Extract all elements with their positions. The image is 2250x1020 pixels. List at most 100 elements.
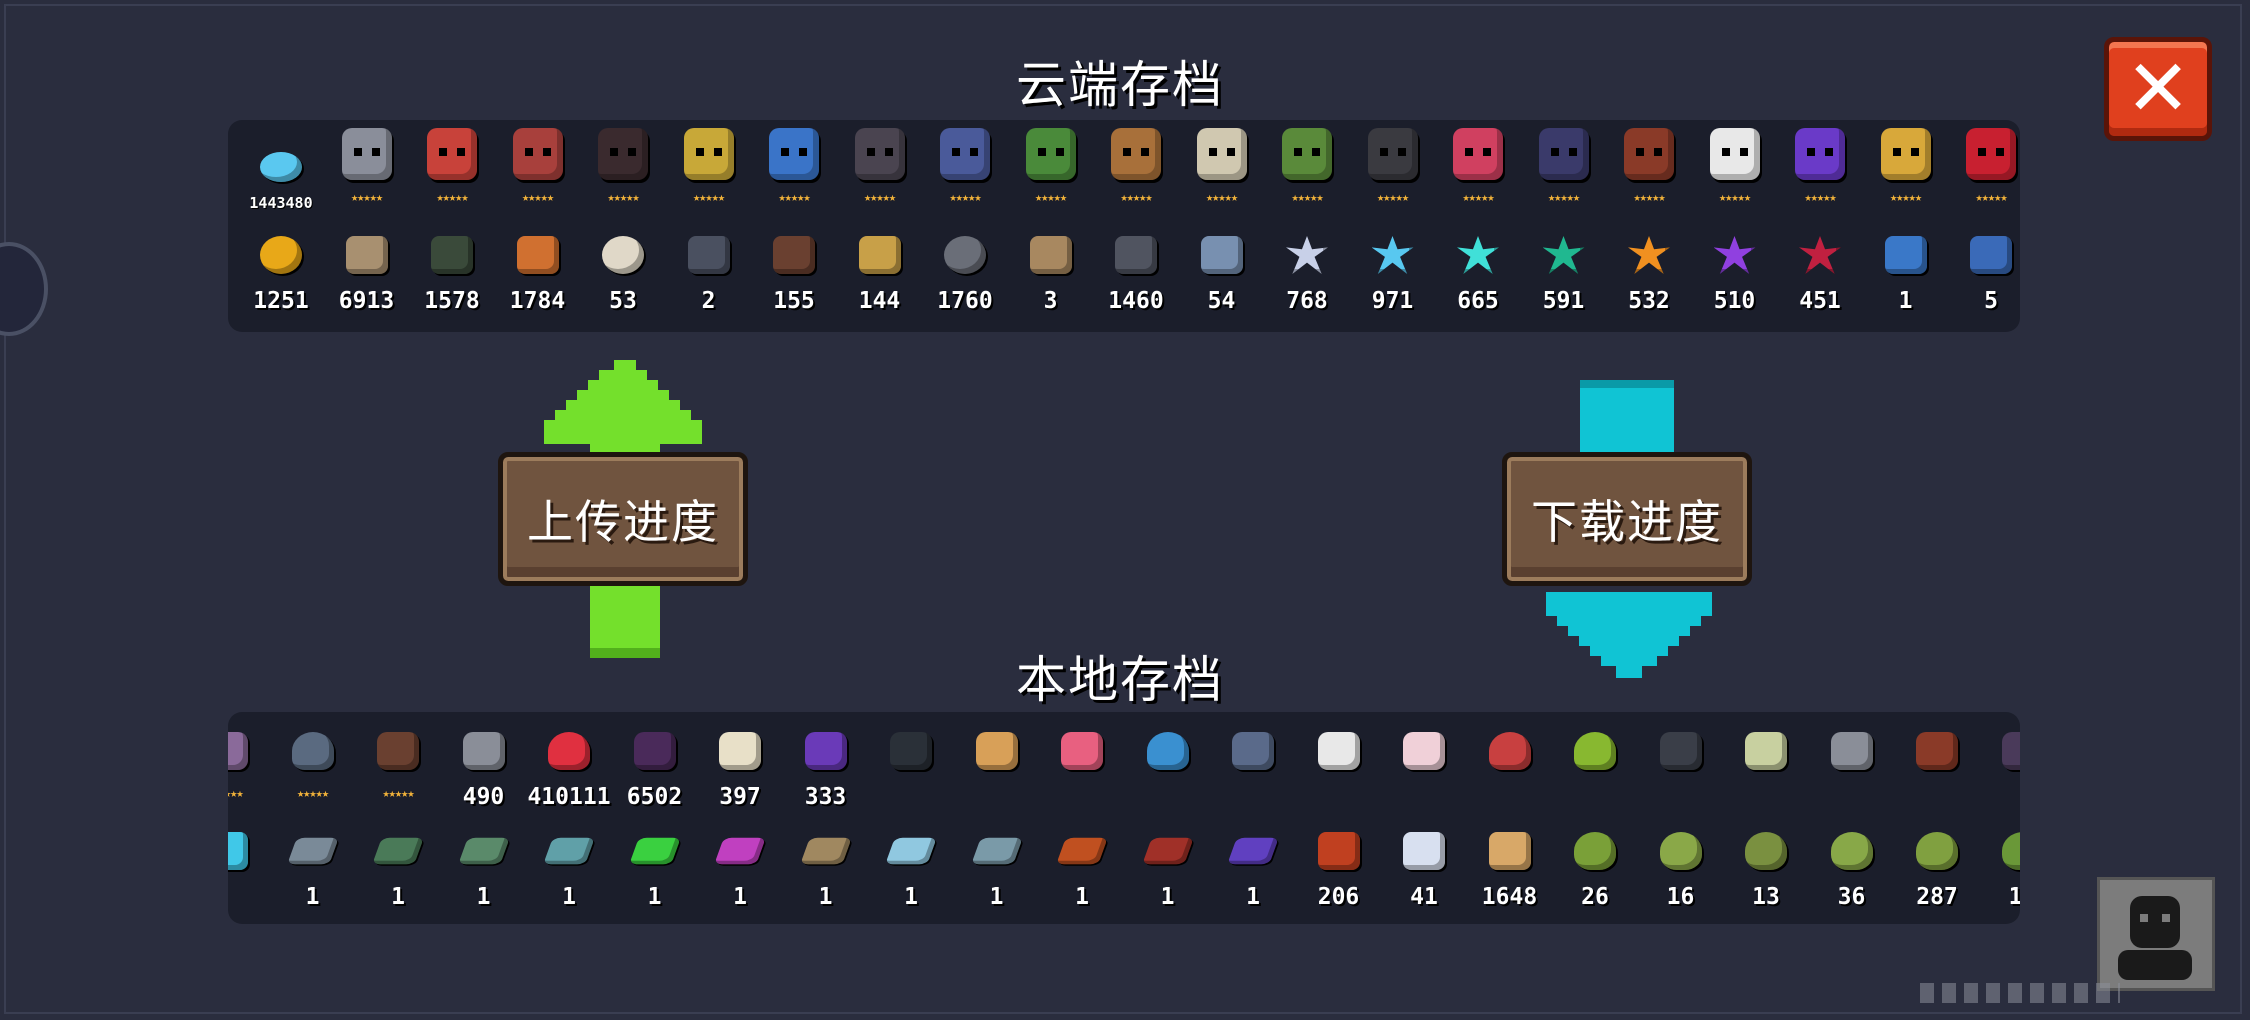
local-item-slot[interactable]: 13 — [1731, 820, 1801, 920]
local-slot[interactable] — [1218, 720, 1288, 820]
character-slot[interactable]: ★★★★★ — [930, 124, 1000, 224]
local-slot[interactable] — [1047, 720, 1117, 820]
local-item-slot[interactable]: 1 — [534, 820, 604, 920]
upload-progress-button[interactable]: 上传进度 — [498, 452, 748, 586]
material-slot[interactable]: 53 — [588, 224, 658, 324]
material-slot[interactable]: 451 — [1785, 224, 1855, 324]
character-slot[interactable]: ★★★★★ — [845, 124, 915, 224]
local-item-slot[interactable]: 36 — [1817, 820, 1887, 920]
local-slot[interactable]: ★★★★★ — [278, 720, 348, 820]
material-slot[interactable]: 6913 — [332, 224, 402, 324]
local-item-slot[interactable]: 1 — [1047, 820, 1117, 920]
character-slot[interactable]: ★★★★★ — [332, 124, 402, 224]
character-slot[interactable]: ★★★★★ — [588, 124, 658, 224]
local-slot[interactable] — [1475, 720, 1545, 820]
character-slot[interactable]: ★★★★★ — [1871, 124, 1941, 224]
material-slot[interactable]: 591 — [1529, 224, 1599, 324]
material-slot[interactable]: 1578 — [417, 224, 487, 324]
local-slot[interactable]: 410111 — [527, 720, 611, 820]
material-slot[interactable]: 768 — [1272, 224, 1342, 324]
material-slot[interactable]: 1460 — [1101, 224, 1171, 324]
material-slot[interactable]: 1784 — [503, 224, 573, 324]
local-item-slot[interactable]: 1 — [449, 820, 519, 920]
local-slot[interactable] — [1902, 720, 1972, 820]
star-rating: ★★★★★ — [1633, 190, 1665, 204]
local-item-slot[interactable] — [228, 820, 262, 920]
local-item-slot[interactable]: 1 — [278, 820, 348, 920]
material-slot[interactable]: 54 — [1187, 224, 1257, 324]
local-slot[interactable] — [1988, 720, 2020, 820]
local-item-slot[interactable]: 1648 — [1475, 820, 1545, 920]
local-item-slot[interactable]: 41 — [1389, 820, 1459, 920]
character-slot[interactable]: ★★★★★ — [1443, 124, 1513, 224]
eye — [353, 148, 362, 156]
local-slot[interactable]: ★★★★★ — [228, 720, 262, 820]
character-slot[interactable]: ★★★★★ — [1101, 124, 1171, 224]
character-slot[interactable]: ★★★★★ — [1358, 124, 1428, 224]
eye — [1379, 148, 1388, 156]
material-slot[interactable]: 1 — [1871, 224, 1941, 324]
download-progress-button[interactable]: 下载进度 — [1502, 452, 1752, 586]
material-count: 1460 — [1108, 288, 1164, 314]
material-slot[interactable]: 532 — [1614, 224, 1684, 324]
local-slot[interactable] — [1389, 720, 1459, 820]
local-item-slot[interactable]: 287 — [1902, 820, 1972, 920]
item-count: 206 — [1317, 884, 1360, 910]
material-slot[interactable]: 144 — [845, 224, 915, 324]
character-slot[interactable]: ★★★★★ — [1272, 124, 1342, 224]
local-item-slot[interactable]: 1 — [363, 820, 433, 920]
local-slot[interactable] — [1817, 720, 1887, 820]
local-slot[interactable] — [1646, 720, 1716, 820]
character-slot[interactable]: ★★★★★ — [1016, 124, 1086, 224]
material-slot[interactable]: 971 — [1358, 224, 1428, 324]
material-count: 532 — [1628, 288, 1670, 314]
local-slot[interactable] — [876, 720, 946, 820]
material-slot[interactable]: 510 — [1700, 224, 1770, 324]
local-slot[interactable] — [1731, 720, 1801, 820]
character-slot[interactable]: ★★★★★ — [1785, 124, 1855, 224]
star-rating: ★★★★★ — [350, 190, 383, 204]
local-item-slot[interactable]: 206 — [1304, 820, 1374, 920]
local-slot[interactable]: 490 — [449, 720, 519, 820]
local-slot[interactable] — [1560, 720, 1630, 820]
material-slot[interactable]: 1251 — [246, 224, 316, 324]
local-item-slot[interactable]: 1 — [791, 820, 861, 920]
character-slot[interactable]: ★★★★★ — [503, 124, 573, 224]
material-slot[interactable]: 1760 — [930, 224, 1000, 324]
material-slot[interactable]: 3 — [1016, 224, 1086, 324]
local-item-slot[interactable]: 1 — [620, 820, 690, 920]
local-slot[interactable]: 333 — [791, 720, 861, 820]
character-slot[interactable]: ★★★★★ — [1956, 124, 2020, 224]
local-item-slot[interactable]: 16 — [1646, 820, 1716, 920]
material-slot[interactable]: 665 — [1443, 224, 1513, 324]
star-rating: ★★★★★ — [1120, 190, 1152, 204]
character-slot[interactable]: ★★★★★ — [417, 124, 487, 224]
character-slot[interactable]: ★★★★★ — [759, 124, 829, 224]
material-slot[interactable]: 5 — [1956, 224, 2020, 324]
local-slot[interactable] — [962, 720, 1032, 820]
character-slot[interactable]: ★★★★★ — [1529, 124, 1599, 224]
ice-chip-icon — [885, 837, 937, 865]
local-item-slot[interactable]: 1 — [962, 820, 1032, 920]
character-slot[interactable]: ★★★★★ — [1614, 124, 1684, 224]
local-item-slot[interactable]: 1 — [876, 820, 946, 920]
local-item-slot[interactable]: 1 — [705, 820, 775, 920]
character-slot[interactable]: ★★★★★ — [1700, 124, 1770, 224]
close-button[interactable]: ✕ — [2104, 37, 2212, 141]
character-slot[interactable]: ★★★★★ — [674, 124, 744, 224]
local-slot[interactable] — [1304, 720, 1374, 820]
material-slot[interactable]: 155 — [759, 224, 829, 324]
rogue-icon — [427, 128, 477, 180]
local-item-slot[interactable]: 26 — [1560, 820, 1630, 920]
avatar-button[interactable] — [2097, 877, 2215, 991]
wizard-icon — [1795, 128, 1845, 180]
local-slot[interactable] — [1133, 720, 1203, 820]
local-slot[interactable]: 397 — [705, 720, 775, 820]
local-slot[interactable]: 6502 — [620, 720, 690, 820]
local-item-slot[interactable]: 1 — [1133, 820, 1203, 920]
local-slot[interactable]: ★★★★★ — [363, 720, 433, 820]
character-slot[interactable]: ★★★★★ — [1187, 124, 1257, 224]
local-item-slot[interactable]: 17 — [1988, 820, 2020, 920]
material-slot[interactable]: 2 — [674, 224, 744, 324]
local-item-slot[interactable]: 1 — [1218, 820, 1288, 920]
